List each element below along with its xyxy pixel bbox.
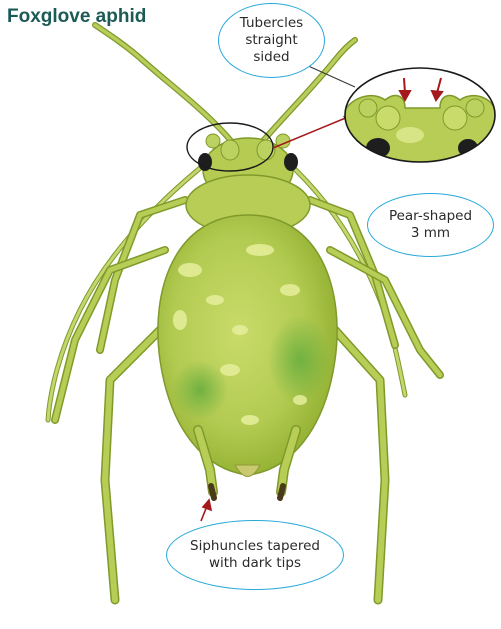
siphuncle-arrow [201, 500, 211, 521]
tubercles-callout: Tubercles straight sided [218, 3, 325, 78]
shape-callout: Pear-shaped 3 mm [367, 193, 494, 257]
shape-callout-text: Pear-shaped 3 mm [389, 208, 472, 242]
tubercles-callout-text: Tubercles straight sided [240, 15, 303, 66]
tubercle-zoom-inset [345, 68, 495, 162]
siphuncles-callout: Siphuncles tapered with dark tips [166, 520, 344, 590]
right-eye [284, 153, 298, 171]
siphuncles-callout-text: Siphuncles tapered with dark tips [190, 538, 320, 572]
